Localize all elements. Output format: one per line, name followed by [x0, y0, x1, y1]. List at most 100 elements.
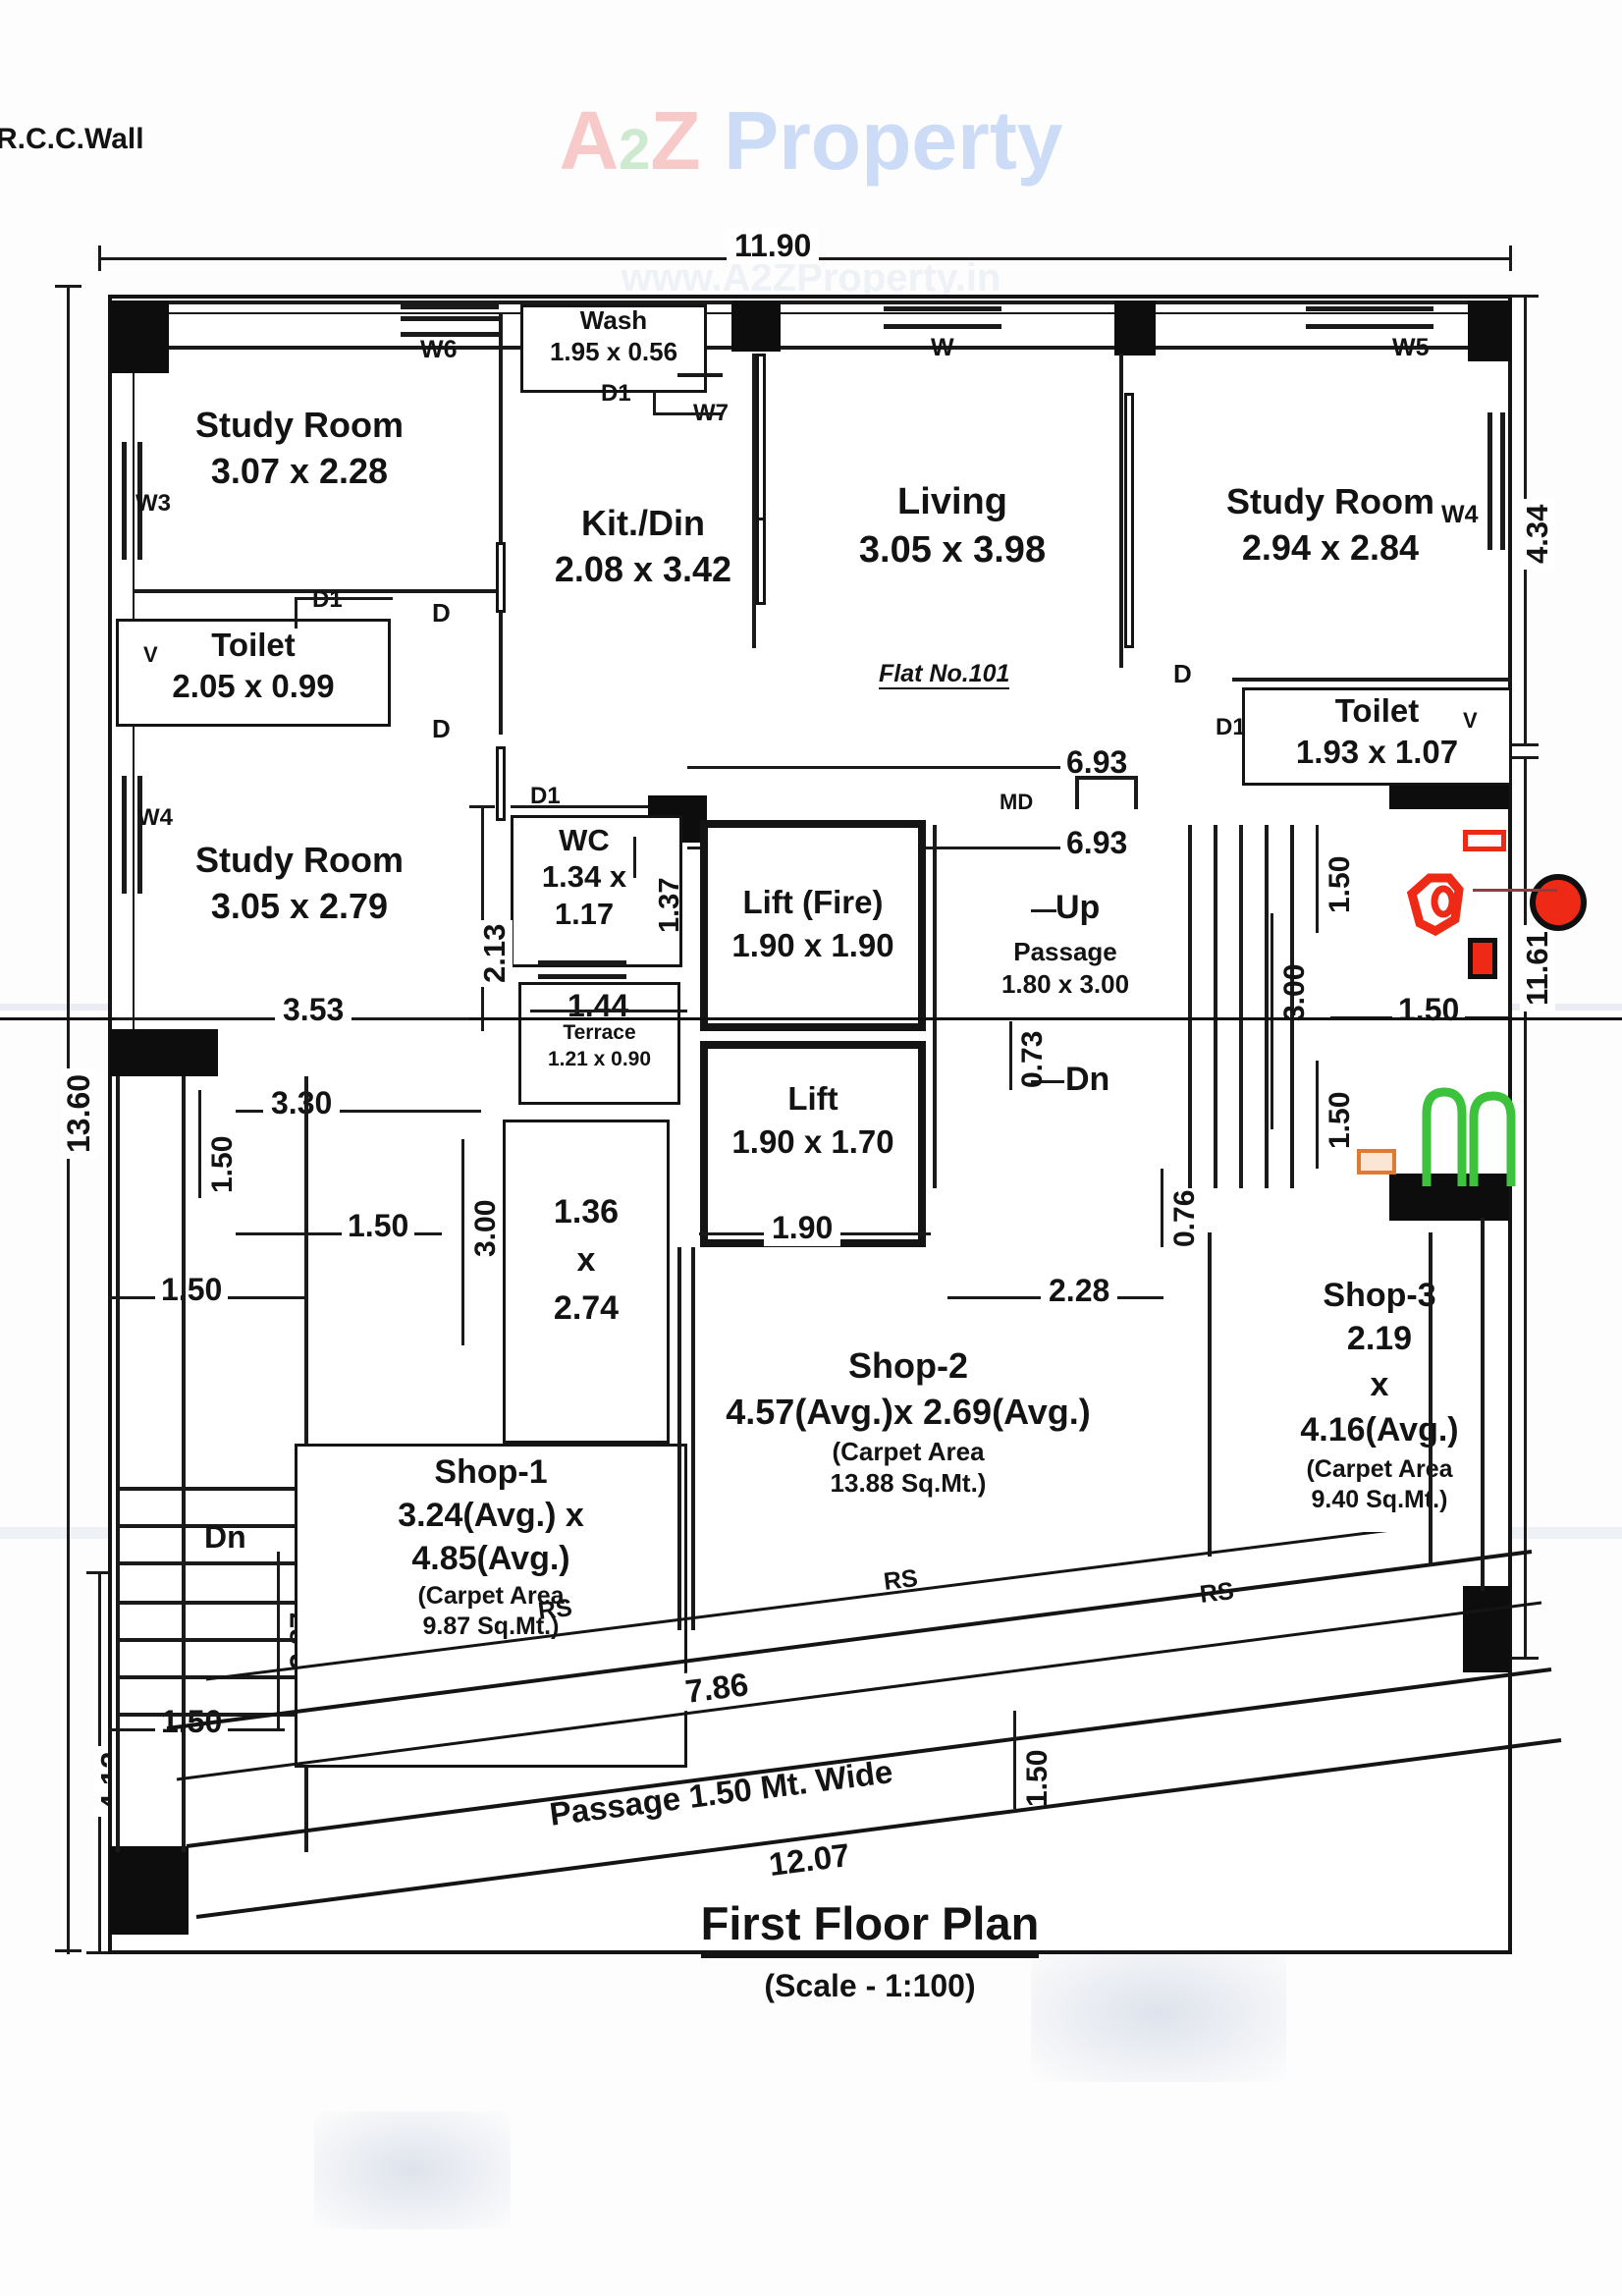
section-line [0, 1017, 1622, 1020]
room-name: Study Room [195, 840, 404, 880]
room-dim: 1.80 x 3.00 [1000, 968, 1130, 999]
shop-dim-l2: 4.16(Avg.) [1300, 1411, 1459, 1449]
room-dim: 3.05 x 3.98 [858, 529, 1047, 572]
dim-right-1161: 11.61 [1520, 925, 1555, 1011]
dim-passage-width-150: 1.50 [1021, 1749, 1054, 1807]
stair-label-up: Up [1055, 889, 1101, 926]
dim-150-d: 1.50 [155, 1704, 229, 1740]
room-terrace: Terrace 1.21 x 0.90 [518, 1021, 680, 1071]
washbasin-icon [1530, 874, 1587, 931]
opening-label-rs-3: RS [1198, 1576, 1236, 1610]
opening-label-v-toilet: V [143, 642, 158, 667]
room-toilet-1: Toilet 2.05 x 0.99 [116, 627, 391, 704]
room-wc-box [511, 815, 682, 967]
column [110, 301, 169, 373]
sanitary-fixture-red [1404, 864, 1473, 949]
column [731, 301, 781, 352]
wall-study1-right [499, 312, 503, 735]
dim-693-a: 6.93 [1060, 744, 1134, 781]
room-dim: 1.95 x 0.56 [549, 336, 678, 366]
shop-id: Shop-1 [434, 1453, 548, 1491]
room-name: WC [559, 823, 610, 857]
room-study-room-1: Study Room 3.07 x 2.28 [133, 405, 466, 491]
column [110, 1029, 218, 1076]
dim-190: 1.90 [764, 1210, 841, 1246]
room-name: Toilet [211, 627, 296, 663]
room-toilet-2: Toilet 1.93 x 1.07 [1242, 692, 1512, 770]
wall-study2-bottom [1232, 678, 1512, 682]
room-unnamed-box [503, 1120, 670, 1444]
shop-dim-l2: 4.85(Avg.) [411, 1539, 570, 1577]
dim-213: 2.13 [477, 919, 513, 987]
room-dim: 2.08 x 3.42 [554, 549, 732, 590]
watermark: A2Z Property www.A2ZProperty.in [0, 93, 1622, 300]
column [110, 1846, 189, 1935]
column [1463, 1586, 1510, 1672]
opening-label-md: MD [1000, 790, 1034, 814]
wall-study1-bottom [133, 589, 501, 593]
stair-label-dn-2: Dn [204, 1519, 246, 1555]
room-dim: 3.07 x 2.28 [210, 451, 389, 492]
dim-150-right-b: 1.50 [1324, 1091, 1356, 1149]
opening-label-rs-1: RS [536, 1593, 574, 1626]
shop-carpet-l1: (Carpet Area [832, 1437, 985, 1467]
shop-dim-l1: 3.24(Avg.) x [398, 1496, 584, 1534]
dim-150-b: 1.50 [342, 1208, 415, 1244]
cistern-icon [1463, 830, 1506, 851]
flat-number-label: Flat No.101 [879, 660, 1010, 689]
room-name: Passage [1013, 937, 1117, 966]
shop-carpet-l2: 9.40 Sq.Mt.) [1311, 1485, 1448, 1513]
room-dim: 1.21 x 0.90 [547, 1047, 652, 1070]
room-living: Living 3.05 x 3.98 [785, 481, 1119, 573]
dim-150-right-a: 1.50 [1324, 855, 1356, 913]
opening-label-d-a: D [432, 598, 451, 628]
room-toilet-1-box [116, 619, 391, 727]
room-wash-box [520, 304, 707, 393]
dim-076: 0.76 [1168, 1189, 1201, 1247]
dim-top-1190: 11.90 [727, 228, 820, 264]
rcc-wall-note: R.C.C.Wall [0, 123, 144, 155]
room-name: Living [897, 481, 1007, 522]
opening-label-w3: W3 [135, 490, 171, 517]
shop-1: Shop-1 3.24(Avg.) x 4.85(Avg.) (Carpet A… [295, 1453, 687, 1640]
room-lift-fire-box [700, 820, 926, 1031]
opening-label-d1-toilet2: D1 [1216, 714, 1246, 740]
watermark-a: A [559, 94, 620, 187]
room-unnamed-l1: 1.36 [553, 1193, 620, 1230]
shop-id: Shop-3 [1323, 1277, 1436, 1314]
plan-title-block: First Floor Plan (Scale - 1:100) [615, 1897, 1125, 2003]
room-dim: 2.05 x 0.99 [172, 667, 335, 704]
room-lift: Lift 1.90 x 1.70 [700, 1080, 926, 1160]
shop-carpet-l2: 13.88 Sq.Mt.) [830, 1467, 987, 1498]
column [1114, 301, 1156, 355]
room-unnamed: 1.36 x 2.74 [503, 1193, 670, 1327]
window-w6 [401, 304, 499, 309]
window-w [884, 306, 1001, 311]
dim-150-right-c: 1.50 [1392, 992, 1466, 1028]
column [1468, 301, 1511, 361]
watermark-2: 2 [619, 118, 651, 182]
room-dim: 2.94 x 2.84 [1241, 527, 1420, 569]
shop-dim-l1: 4.57(Avg.)x 2.69(Avg.) [726, 1392, 1091, 1433]
opening-label-d1-wash: D1 [601, 380, 631, 407]
dim-228: 2.28 [1041, 1273, 1118, 1309]
sanitary-fixture-small-red [1468, 938, 1497, 979]
room-name: Lift [787, 1080, 838, 1117]
opening-label-rs-2: RS [882, 1563, 920, 1597]
opening-label-v-toilet2: V [1463, 708, 1478, 733]
opening-label-w4-left: W4 [137, 804, 173, 831]
page-title: First Floor Plan [700, 1897, 1040, 1958]
room-name: Toilet [1334, 692, 1420, 729]
room-name: Study Room [195, 405, 404, 445]
opening-label-w6: W6 [420, 336, 458, 363]
room-name: Study Room [1226, 481, 1434, 521]
dim-left-1360: 13.60 [61, 1067, 97, 1159]
dim-693-b: 6.93 [1060, 825, 1134, 861]
stair-label-dn: Dn [1065, 1061, 1110, 1098]
room-dim: 3.05 x 2.79 [210, 886, 389, 927]
room-wc-dim-side: 1.37 [654, 877, 685, 933]
opening-label-w4-right: W4 [1441, 501, 1479, 528]
shop-3: Shop-3 2.19 x 4.16(Avg.) (Carpet Area 9.… [1237, 1277, 1522, 1513]
room-wash: Wash 1.95 x 0.56 [520, 305, 707, 366]
